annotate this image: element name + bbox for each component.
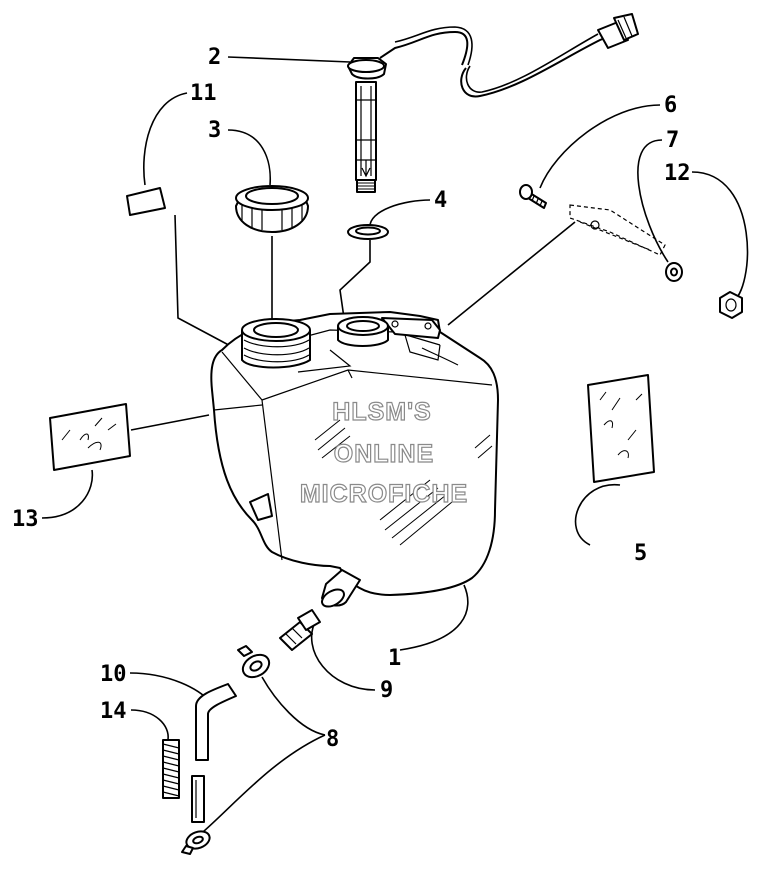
sender-gasket xyxy=(347,224,389,240)
hose-clamp-upper xyxy=(237,645,271,679)
watermark-line-2: ONLINE xyxy=(334,440,434,468)
callout-1: 1 xyxy=(388,646,401,671)
callout-5: 5 xyxy=(634,541,647,566)
decal-13 xyxy=(49,403,131,471)
sender-port xyxy=(337,316,389,347)
callout-2: 2 xyxy=(208,45,221,70)
callout-11: 11 xyxy=(190,81,217,106)
callout-10: 10 xyxy=(100,662,127,687)
leader-lines xyxy=(41,56,749,839)
hose-clamp-lower xyxy=(181,830,211,855)
callout-7: 7 xyxy=(666,128,679,153)
callout-3: 3 xyxy=(208,118,221,143)
callout-14: 14 xyxy=(100,699,127,724)
callout-9: 9 xyxy=(380,678,393,703)
mount-hardware xyxy=(519,184,743,319)
watermark-line-1: HLSM'S xyxy=(332,398,431,426)
watermark: HLSM'S ONLINE MICROFICHE xyxy=(299,397,468,508)
outlet-fitting xyxy=(279,609,321,651)
decal-5 xyxy=(587,374,655,483)
callout-labels: 1 2 3 4 5 6 7 8 9 10 11 12 13 14 xyxy=(12,45,691,752)
outlet-spout xyxy=(321,569,361,608)
small-decal xyxy=(126,187,166,216)
callout-13: 13 xyxy=(12,507,39,532)
hose-spring xyxy=(162,739,180,799)
level-sender xyxy=(347,13,639,193)
watermark-line-3: MICROFICHE xyxy=(300,480,468,508)
callout-12: 12 xyxy=(664,161,691,186)
oil-hose xyxy=(191,683,237,823)
callout-6: 6 xyxy=(664,93,677,118)
callout-4: 4 xyxy=(434,188,447,213)
fill-neck xyxy=(241,318,311,369)
oil-tank xyxy=(210,311,499,608)
callout-8: 8 xyxy=(326,727,339,752)
filler-cap xyxy=(235,185,309,233)
